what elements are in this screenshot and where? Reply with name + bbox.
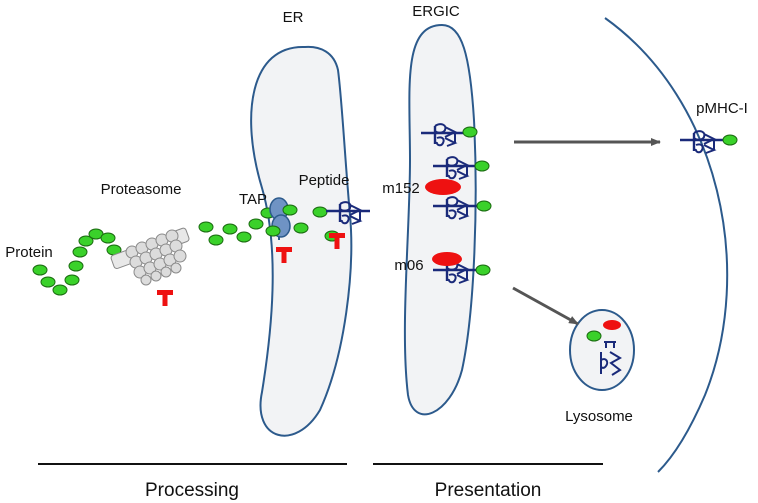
arrow-to-lysosome bbox=[512, 286, 579, 326]
plasma-membrane bbox=[604, 17, 729, 473]
m152-label: m152 bbox=[382, 180, 420, 197]
tap-label: TAP bbox=[239, 191, 267, 208]
protein-chain bbox=[32, 228, 122, 296]
ergic-label: ERGIC bbox=[412, 3, 460, 20]
proteasome-barrel-icon bbox=[110, 227, 190, 286]
presentation-label: Presentation bbox=[435, 480, 542, 501]
er-membrane bbox=[250, 45, 353, 437]
lysosome-contents bbox=[586, 320, 622, 376]
lysosome-organelle bbox=[569, 309, 635, 391]
pmhc-label: pMHC-I bbox=[696, 100, 748, 117]
m06-label: m06 bbox=[394, 257, 423, 274]
protein-label: Protein bbox=[5, 244, 53, 261]
peptide-label: Peptide bbox=[299, 172, 350, 189]
lysosome-label: Lysosome bbox=[565, 408, 633, 425]
tap-transporter bbox=[265, 197, 309, 240]
proteasome-label: Proteasome bbox=[101, 181, 182, 198]
peptide-fragments bbox=[198, 207, 276, 246]
surface-pmhc bbox=[678, 129, 738, 155]
proteasome-inhibitor-icon bbox=[157, 290, 173, 306]
er-label: ER bbox=[283, 9, 304, 26]
m06-protein bbox=[432, 252, 462, 266]
m152-protein bbox=[425, 179, 461, 195]
processing-label: Processing bbox=[145, 480, 239, 501]
ergic-membrane bbox=[403, 23, 477, 416]
